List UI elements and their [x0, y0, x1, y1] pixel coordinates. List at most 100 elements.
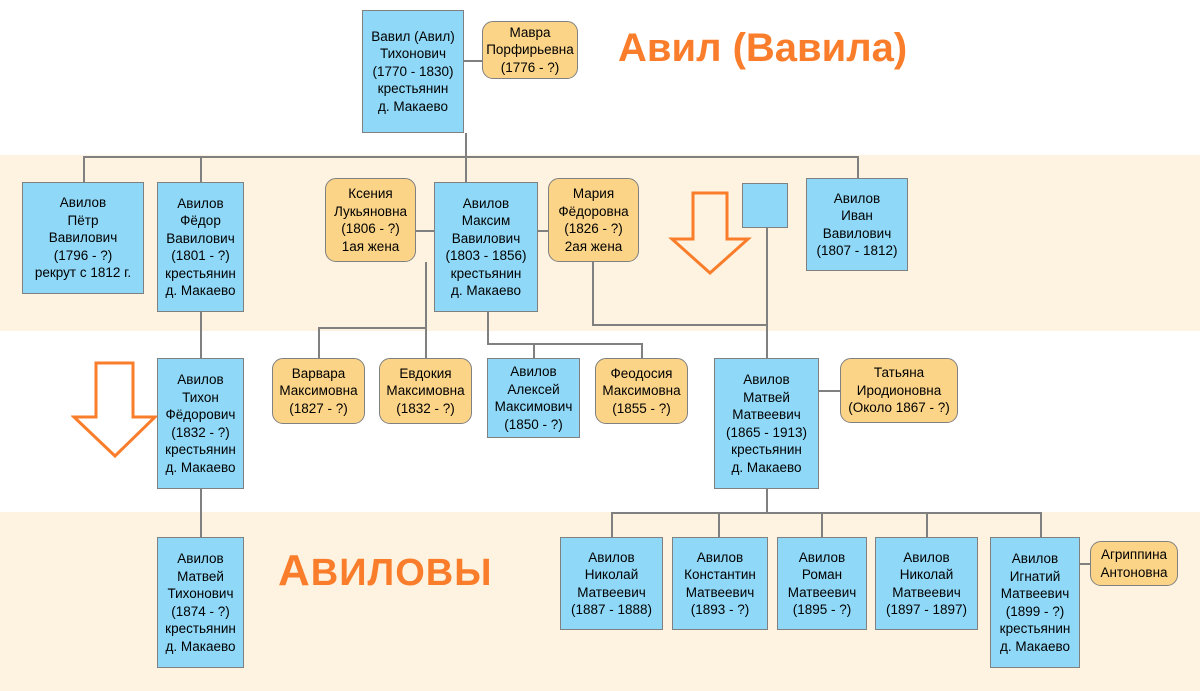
person-line-0: Авилов — [1011, 551, 1059, 566]
person-line-1: Фёдор — [180, 213, 221, 228]
connector-maksim-bus — [532, 343, 642, 345]
person-line-4: крестьянин — [165, 265, 236, 281]
connector-drop-varvara — [318, 327, 320, 358]
family-name-initial: А — [278, 546, 311, 595]
person-line-0: Авилов — [696, 549, 744, 565]
connector-drop-evdokia — [425, 327, 427, 358]
person-line-1: Константин — [684, 567, 756, 582]
person-line-1: Антоновна — [1100, 564, 1168, 580]
connector-drop-aleksey — [533, 343, 535, 358]
person-line-0: Агриппина — [1100, 547, 1168, 562]
person-node-unknown-blank[interactable] — [742, 183, 788, 228]
person-line-2: Фёдорович — [165, 407, 236, 422]
person-line-0: Вавил (Авил) — [371, 28, 455, 44]
person-line-0: Авилов — [462, 195, 510, 211]
person-line-2: Вавилович — [166, 230, 235, 246]
person-line-2: (1827 - ?) — [289, 400, 348, 416]
person-line-3: (1899 - ?) — [1005, 603, 1065, 619]
person-line-3: (1807 - 1812) — [816, 243, 898, 258]
connector-drop-ivan — [857, 156, 859, 184]
family-name-title: АВИЛОВЫ — [278, 546, 492, 596]
person-line-4: крестьянин — [999, 621, 1071, 636]
person-line-1: Роман — [801, 567, 843, 582]
person-line-3: (1801 - ?) — [171, 248, 230, 263]
person-line-1: Максимовна — [602, 383, 681, 399]
person-line-0: Татьяна — [873, 365, 925, 381]
person-line-1: Лукьяновна — [333, 203, 408, 219]
person-line-1: Максимовна — [386, 383, 465, 399]
person-line-0: Мария — [572, 186, 615, 201]
person-line-1: Матвей — [743, 389, 790, 405]
connector-drop-petr — [83, 156, 85, 184]
connector-drop-roman — [821, 512, 823, 537]
person-line-4: крестьянин — [731, 442, 802, 457]
family-name-rest: ВИЛОВЫ — [310, 552, 493, 594]
person-line-3: (1887 - 1888) — [570, 602, 653, 617]
person-line-4: крестьянин — [165, 621, 236, 636]
person-line-1: Фёдоровна — [558, 203, 629, 219]
connector-maksim-down — [487, 312, 489, 344]
person-line-1: Тихон — [182, 389, 219, 405]
person-line-1: Алексей — [507, 381, 560, 397]
spouse-link-ksenia-maksim — [414, 230, 436, 232]
person-line-5: д. Макаево — [999, 638, 1071, 654]
person-line-0: Авилов — [798, 549, 846, 565]
page-title: Авил (Вавила) — [618, 26, 908, 70]
person-line-2: Вавилович — [822, 225, 892, 241]
person-line-0: Авилов — [177, 551, 224, 566]
connector-maksim-bus-left — [487, 343, 537, 345]
person-line-1: Игнатий — [1009, 568, 1061, 584]
person-line-0: Авилов — [903, 549, 950, 565]
person-line-3: (1865 - 1913) — [725, 424, 808, 440]
connector-matveym-down — [766, 489, 768, 513]
person-line-2: (1832 - ?) — [396, 400, 455, 416]
person-line-1: Матвей — [177, 568, 224, 584]
person-line-0: Авилов — [833, 190, 881, 206]
person-node-vavil[interactable]: Вавил (Авил)Тихонович(1770 - 1830)кресть… — [362, 10, 464, 133]
person-line-0: Авилов — [743, 372, 790, 387]
connector-tihon-down — [200, 489, 202, 537]
person-line-1: Николай — [899, 567, 954, 582]
person-line-2: (1826 - ?) — [564, 221, 623, 236]
person-line-1: Иродионовна — [856, 382, 942, 398]
person-line-5: д. Макаево — [165, 459, 236, 475]
person-line-5: д. Макаево — [165, 283, 236, 298]
person-line-0: Авилов — [588, 549, 635, 565]
down-arrow-icon-left — [71, 361, 159, 459]
person-line-2: Тихонович — [167, 586, 234, 601]
person-line-5: д. Макаево — [450, 283, 522, 298]
connector-gen4-bus — [611, 512, 1041, 514]
person-line-4: крестьянин — [450, 265, 522, 281]
person-line-2: Матвеевич — [685, 584, 755, 600]
person-line-2: Матвеевич — [732, 407, 801, 422]
connector-maria-down — [592, 262, 594, 325]
person-line-1: Максим — [461, 213, 511, 228]
person-line-0: Авилов — [510, 364, 557, 379]
connector-ksenia-down — [425, 262, 427, 328]
person-line-0: Авилов — [177, 372, 224, 387]
connector-drop-nikolay1 — [611, 512, 613, 537]
connector-drop-ignatiy — [1040, 512, 1042, 537]
